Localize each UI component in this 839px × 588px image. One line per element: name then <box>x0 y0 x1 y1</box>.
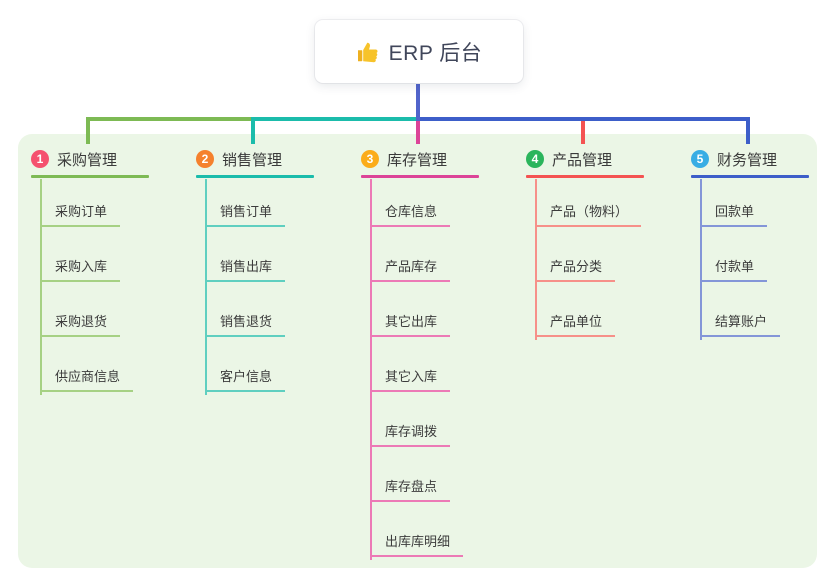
branch-drop-line-3 <box>416 118 420 144</box>
branch-child-connector-line <box>205 179 207 395</box>
subtopic-label[interactable]: 产品（物料） <box>535 201 642 227</box>
subtopic-node: 采购订单 <box>40 178 149 227</box>
branch-underline <box>196 175 314 178</box>
branch-child-connector-line <box>370 179 372 560</box>
subtopic-label[interactable]: 销售订单 <box>205 201 286 227</box>
trunk-vertical-line <box>416 83 420 121</box>
branch-underline <box>691 175 809 178</box>
branch-underline <box>361 175 479 178</box>
branch-topic-4[interactable]: 4 产品管理 <box>526 148 644 170</box>
root-node-title: ERP 后台 <box>388 41 483 65</box>
branch-5: 5 财务管理回款单付款单结算账户 <box>691 148 809 340</box>
subtopic-node: 回款单 <box>700 178 809 227</box>
subtopic-node: 仓库信息 <box>370 178 479 227</box>
trunk-horizontal-right-blue <box>416 117 750 121</box>
subtopic-label[interactable]: 采购订单 <box>40 201 121 227</box>
subtopic-label[interactable]: 回款单 <box>700 201 768 227</box>
subtopic-label[interactable]: 仓库信息 <box>370 201 451 227</box>
branch-1: 1 采购管理采购订单采购入库采购退货供应商信息 <box>31 148 149 395</box>
subtopic-node: 销售订单 <box>205 178 314 227</box>
branch-children: 产品（物料） 产品分类产品单位 <box>535 178 644 337</box>
subtopic-node: 结算账户 <box>700 282 809 337</box>
subtopic-node: 产品库存 <box>370 227 479 282</box>
subtopic-node: 其它出库 <box>370 282 479 337</box>
subtopic-label[interactable]: 采购入库 <box>40 256 121 282</box>
subtopic-node: 库存盘点 <box>370 447 479 502</box>
root-node-erp[interactable]: ERP 后台 <box>315 20 523 83</box>
branch-number-badge: 3 <box>361 150 379 168</box>
branch-drop-line-1 <box>86 118 90 144</box>
branch-title: 财务管理 <box>717 151 778 169</box>
subtopic-label[interactable]: 客户信息 <box>205 366 286 392</box>
branch-title: 产品管理 <box>552 151 613 169</box>
branch-number-badge: 5 <box>691 150 709 168</box>
subtopic-node: 供应商信息 <box>40 337 149 392</box>
subtopic-label[interactable]: 库存盘点 <box>370 476 451 502</box>
trunk-horizontal-left-green <box>86 117 255 121</box>
subtopic-node: 库存调拨 <box>370 392 479 447</box>
subtopic-node: 付款单 <box>700 227 809 282</box>
branch-child-connector-line <box>40 179 42 395</box>
branch-topic-5[interactable]: 5 财务管理 <box>691 148 809 170</box>
branch-3: 3 库存管理仓库信息产品库存其它出库其它入库库存调拨库存盘点出库库明细 <box>361 148 479 560</box>
branch-topic-1[interactable]: 1 采购管理 <box>31 148 149 170</box>
branch-children: 仓库信息产品库存其它出库其它入库库存调拨库存盘点出库库明细 <box>370 178 479 557</box>
trunk-horizontal-mid-teal <box>251 117 420 121</box>
subtopic-node: 客户信息 <box>205 337 314 392</box>
branch-children: 采购订单采购入库采购退货供应商信息 <box>40 178 149 392</box>
subtopic-label[interactable]: 供应商信息 <box>40 366 134 392</box>
branch-drop-line-2 <box>251 118 255 144</box>
subtopic-node: 产品（物料） <box>535 178 644 227</box>
subtopic-node: 销售退货 <box>205 282 314 337</box>
subtopic-node: 采购入库 <box>40 227 149 282</box>
branch-number-badge: 4 <box>526 150 544 168</box>
subtopic-label[interactable]: 结算账户 <box>700 311 781 337</box>
branch-child-connector-line <box>700 179 702 340</box>
mindmap-background-panel <box>18 134 817 568</box>
subtopic-label[interactable]: 出库库明细 <box>370 531 464 557</box>
thumbs-up-icon <box>356 40 380 64</box>
branch-underline <box>526 175 644 178</box>
branch-underline <box>31 175 149 178</box>
branch-2: 2 销售管理销售订单销售出库销售退货客户信息 <box>196 148 314 395</box>
subtopic-label[interactable]: 其它入库 <box>370 366 451 392</box>
subtopic-label[interactable]: 产品分类 <box>535 256 616 282</box>
subtopic-node: 出库库明细 <box>370 502 479 557</box>
branch-number-badge: 1 <box>31 150 49 168</box>
branch-child-connector-line <box>535 179 537 340</box>
branch-drop-line-4 <box>581 118 585 144</box>
subtopic-label[interactable]: 库存调拨 <box>370 421 451 447</box>
subtopic-label[interactable]: 其它出库 <box>370 311 451 337</box>
branch-children: 销售订单销售出库销售退货客户信息 <box>205 178 314 392</box>
branch-title: 销售管理 <box>222 151 283 169</box>
branch-topic-2[interactable]: 2 销售管理 <box>196 148 314 170</box>
subtopic-label[interactable]: 采购退货 <box>40 311 121 337</box>
branch-topic-3[interactable]: 3 库存管理 <box>361 148 479 170</box>
branch-title: 采购管理 <box>57 151 118 169</box>
branch-title: 库存管理 <box>387 151 448 169</box>
subtopic-label[interactable]: 销售出库 <box>205 256 286 282</box>
subtopic-label[interactable]: 产品单位 <box>535 311 616 337</box>
branch-children: 回款单付款单结算账户 <box>700 178 809 337</box>
subtopic-node: 产品分类 <box>535 227 644 282</box>
subtopic-node: 其它入库 <box>370 337 479 392</box>
subtopic-label[interactable]: 付款单 <box>700 256 768 282</box>
branch-drop-line-5 <box>746 118 750 144</box>
subtopic-label[interactable]: 产品库存 <box>370 256 451 282</box>
subtopic-label[interactable]: 销售退货 <box>205 311 286 337</box>
subtopic-node: 采购退货 <box>40 282 149 337</box>
branch-number-badge: 2 <box>196 150 214 168</box>
subtopic-node: 产品单位 <box>535 282 644 337</box>
subtopic-node: 销售出库 <box>205 227 314 282</box>
branch-4: 4 产品管理产品（物料） 产品分类产品单位 <box>526 148 644 340</box>
